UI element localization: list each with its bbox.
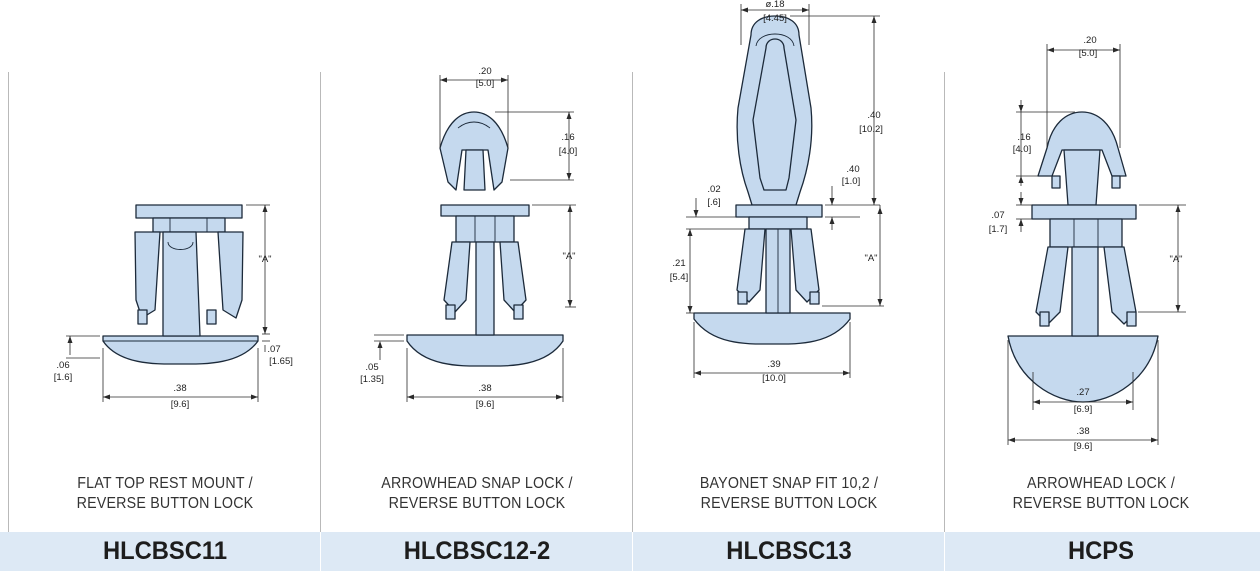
dim-40-lower-metric: [1.0] [842,176,861,187]
dim-02: .02 [707,184,720,195]
dim-38: .38 [478,383,491,394]
button-base [693,312,851,345]
band-separator [320,532,321,571]
dim-40-upper-metric: [10.2] [859,124,883,135]
dim-05: .05 [365,362,378,373]
band-separator [632,532,633,571]
dim-20-metric: [5.0] [1079,48,1098,59]
column-divider [8,72,9,571]
part-number-hlcbsc12-2: HLCBSC12-2 [403,537,551,565]
dim-39-metric: [10.0] [762,373,786,384]
part-number-hcps: HCPS [1068,537,1134,565]
dim-18-metric: [4.45] [763,13,787,24]
description-hlcbsc12-2: ARROWHEAD SNAP LOCK /REVERSE BUTTON LOCK [381,475,573,512]
dim-38: .38 [173,383,186,394]
dim-39: .39 [767,359,780,370]
dim-18: ø.18 [765,0,784,10]
dim-05-metric: [1.35] [360,374,384,385]
dim-40-upper: .40 [867,110,880,121]
button-base [406,334,564,367]
dim-38-metric: [9.6] [476,399,495,410]
column-divider [320,72,321,571]
dim-16: .16 [1017,132,1030,143]
dim-38-metric: [9.6] [171,399,190,410]
dim-06-metric: [1.6] [54,372,73,383]
dim-38-metric: [9.6] [1074,441,1093,452]
drawing-hlcbsc11: "A" .07 [1.65] .06 [1.6] .38 [9.6] [54,204,293,410]
dim-16-metric: [4.0] [1013,144,1032,155]
part-number-hlcbsc13: HLCBSC13 [726,537,852,565]
button-base [102,335,259,365]
drawing-hcps: .20 [5.0] .16 [4.0] .07 [1.7] "A" .27 [6… [989,35,1186,452]
arrowhead [1037,111,1127,177]
dim-27-metric: [6.9] [1074,404,1093,415]
dim-40-lower: .40 [846,164,859,175]
part-number-band [0,532,1260,571]
dim-a: "A" [258,254,271,265]
dim-07-metric: [1.7] [989,224,1008,235]
dim-16-metric: [4.0] [559,146,578,157]
dim-20: .20 [478,66,491,77]
column-divider [944,72,945,571]
arrowhead [439,111,509,191]
part-number-hlcbsc11: HLCBSC11 [102,537,228,565]
dim-38: .38 [1076,426,1089,437]
dim-02-metric: [.6] [707,197,720,208]
description-hcps: ARROWHEAD LOCK /REVERSE BUTTON LOCK [1012,475,1190,512]
dim-a: "A" [562,251,575,262]
dim-a: "A" [1169,254,1182,265]
column-divider [632,72,633,571]
dim-07: .07 [267,344,280,355]
drawing-hlcbsc12-2: .20 [5.0] .16 [4.0] "A" .05 [1.35] .38 [… [360,66,577,410]
dim-20: .20 [1083,35,1096,46]
flat-top-plate [135,204,243,219]
dim-a: "A" [864,253,877,264]
description-hlcbsc13: BAYONET SNAP FIT 10,2 /REVERSE BUTTON LO… [699,475,879,512]
description-hlcbsc11: FLAT TOP REST MOUNT /REVERSE BUTTON LOCK [76,475,254,512]
dim-21: .21 [672,258,685,269]
dim-21-metric: [5.4] [670,272,689,283]
dim-20-metric: [5.0] [476,78,495,89]
band-separator [944,532,945,571]
dim-27: .27 [1076,387,1089,398]
dim-07-metric: [1.65] [269,356,293,367]
drawing-hlcbsc13: ø.18 [4.45] .40 [10.2] .40 [1.0] "A" .02… [670,0,884,384]
dim-07: .07 [991,210,1004,221]
dim-16: .16 [561,132,574,143]
dim-06: .06 [56,360,69,371]
